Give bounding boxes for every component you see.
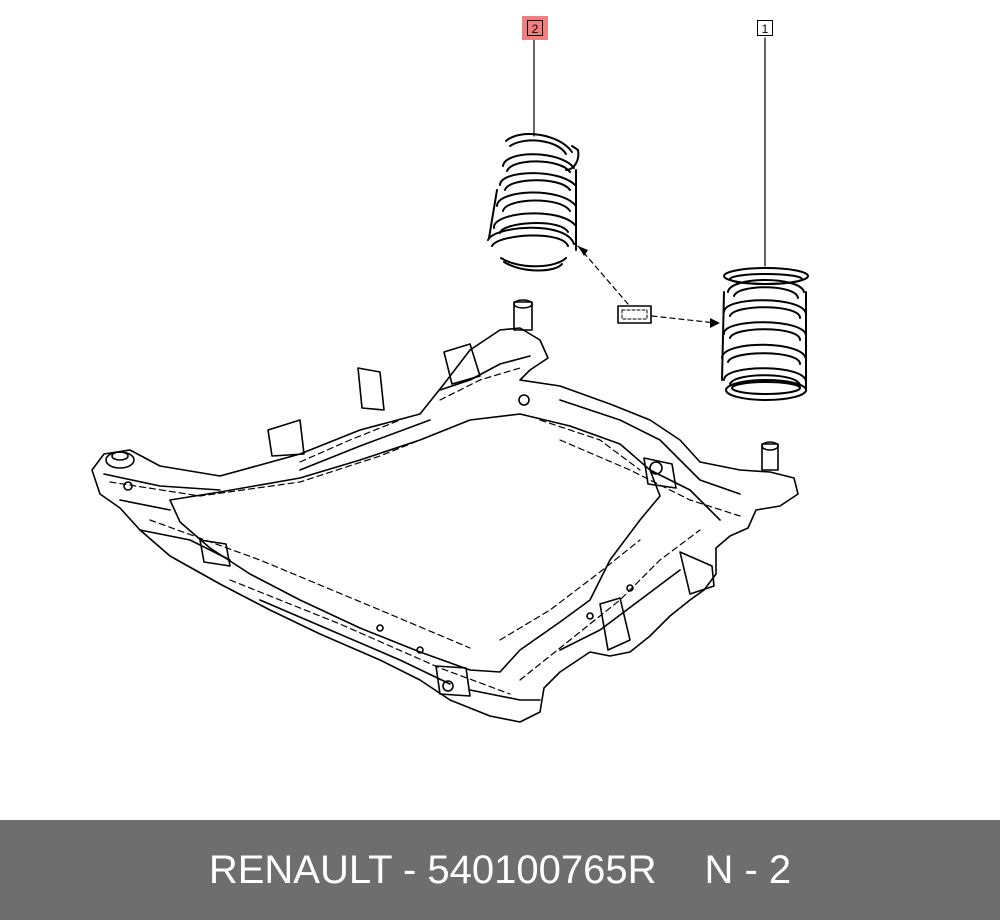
subframe-hidden-lines [109,367,741,695]
item-number-text: N - 2 [704,847,792,892]
coil-spring-1 [721,267,809,401]
part-number-text: RENAULT - 540100765R [208,847,657,892]
callout-label-2[interactable]: 2 [527,20,543,36]
part-number-footer: RENAULT - 540100765R N - 2 [0,820,1000,920]
reference-box [617,305,652,324]
dashed-connector [577,245,717,324]
coil-spring-2 [487,133,580,272]
callout-1-wrap: 1 [752,16,778,40]
callout-2-highlight: 2 [522,16,548,40]
callout-label-1[interactable]: 1 [757,20,773,36]
front-subframe [91,299,799,723]
parts-diagram [91,37,809,723]
